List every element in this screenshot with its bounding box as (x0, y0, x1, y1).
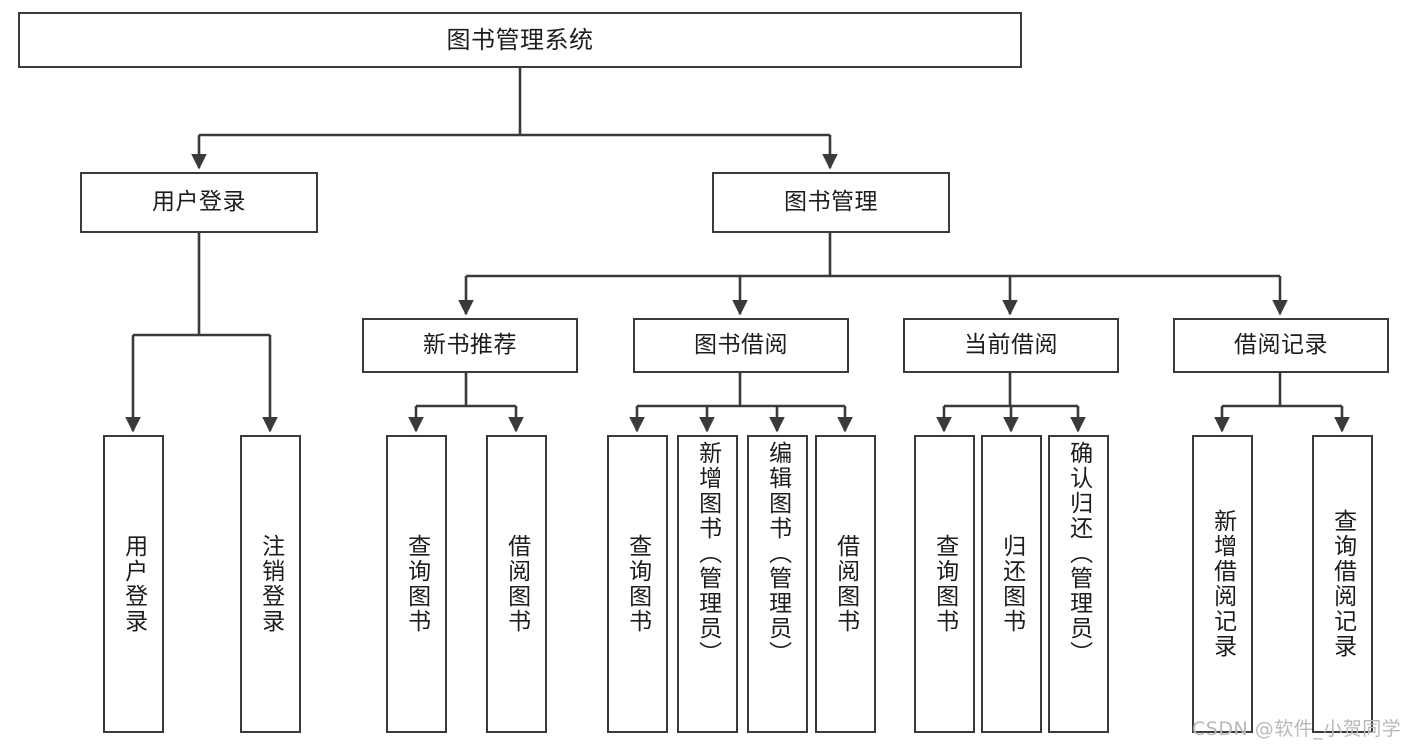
node-leaf-borrow-book-2[interactable]: 借阅图书 (815, 435, 876, 733)
node-leaf-add-record-label: 新增借阅记录 (1209, 509, 1236, 659)
node-leaf-add-book[interactable]: 新增图书（管理员） (677, 435, 738, 733)
node-user-login-label: 用户登录 (152, 188, 246, 215)
node-leaf-confirm-return[interactable]: 确认归还（管理员） (1048, 435, 1109, 733)
node-leaf-return-book[interactable]: 归还图书 (981, 435, 1042, 733)
node-leaf-edit-book-label: 编辑图书（管理员） (764, 441, 791, 666)
node-leaf-query-book-3[interactable]: 查询图书 (914, 435, 975, 733)
node-leaf-add-record[interactable]: 新增借阅记录 (1192, 435, 1253, 733)
node-user-login[interactable]: 用户登录 (80, 172, 318, 233)
node-leaf-user-login-label: 用户登录 (120, 534, 147, 634)
node-book-borrow-label: 图书借阅 (694, 331, 788, 358)
node-book-borrow[interactable]: 图书借阅 (633, 318, 849, 373)
node-leaf-query-book-1-label: 查询图书 (403, 534, 430, 634)
node-leaf-return-book-label: 归还图书 (998, 534, 1025, 634)
node-leaf-query-record-label: 查询借阅记录 (1329, 509, 1356, 659)
node-current-borrow[interactable]: 当前借阅 (903, 318, 1119, 373)
node-current-borrow-label: 当前借阅 (964, 331, 1058, 358)
node-leaf-add-book-label: 新增图书（管理员） (694, 441, 721, 666)
node-leaf-user-logout[interactable]: 注销登录 (240, 435, 301, 733)
node-root-label: 图书管理系统 (446, 25, 594, 54)
node-leaf-query-book-1[interactable]: 查询图书 (386, 435, 447, 733)
node-leaf-edit-book[interactable]: 编辑图书（管理员） (747, 435, 808, 733)
node-leaf-user-login[interactable]: 用户登录 (103, 435, 164, 733)
node-borrow-record-label: 借阅记录 (1234, 331, 1328, 358)
node-leaf-borrow-book-1-label: 借阅图书 (503, 534, 530, 634)
node-leaf-query-record[interactable]: 查询借阅记录 (1312, 435, 1373, 733)
node-leaf-query-book-2[interactable]: 查询图书 (607, 435, 668, 733)
node-borrow-record[interactable]: 借阅记录 (1173, 318, 1389, 373)
watermark: CSDN @软件_小贺同学 (1192, 718, 1402, 740)
node-leaf-query-book-3-label: 查询图书 (931, 534, 958, 634)
node-new-book-recommend-label: 新书推荐 (423, 331, 517, 358)
node-leaf-borrow-book-1[interactable]: 借阅图书 (486, 435, 547, 733)
node-root[interactable]: 图书管理系统 (18, 12, 1022, 68)
node-leaf-confirm-return-label: 确认归还（管理员） (1065, 441, 1092, 666)
node-book-management[interactable]: 图书管理 (712, 172, 950, 233)
node-book-management-label: 图书管理 (784, 188, 878, 215)
node-leaf-query-book-2-label: 查询图书 (624, 534, 651, 634)
node-new-book-recommend[interactable]: 新书推荐 (362, 318, 578, 373)
node-leaf-user-logout-label: 注销登录 (257, 534, 284, 634)
node-leaf-borrow-book-2-label: 借阅图书 (832, 534, 859, 634)
